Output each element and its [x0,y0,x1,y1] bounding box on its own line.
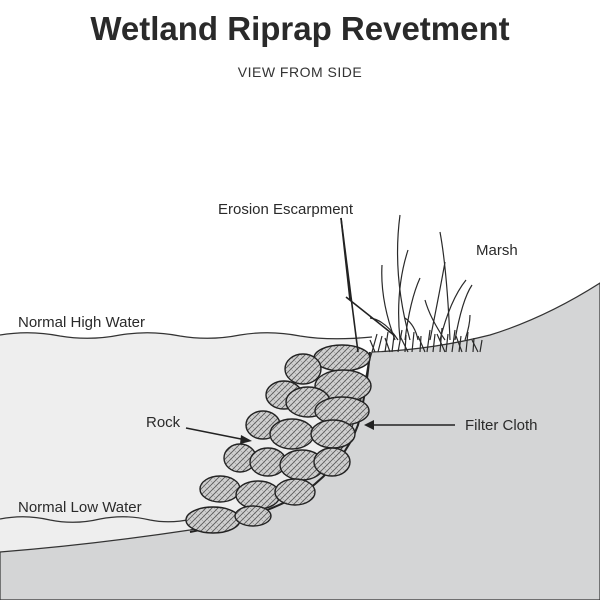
rock [235,480,281,510]
label-filter-cloth: Filter Cloth [465,417,538,434]
erosion-escarpment-leader [340,217,351,301]
rock [284,353,322,385]
rock-arrowhead [240,435,252,444]
rock [274,478,316,506]
label-normal-high-water: Normal High Water [18,314,145,331]
leader-lines [185,217,455,441]
rock [185,506,241,534]
rock [199,475,241,503]
rock [310,419,356,449]
normal-high-water-line [0,332,373,340]
rock [313,447,351,477]
riprap-rocks [185,344,372,534]
diagram-title: Wetland Riprap Revetment [90,10,510,47]
label-erosion-escarpment: Erosion Escarpment [218,201,354,218]
rock [234,505,272,527]
filter-cloth-arrowhead [364,420,374,430]
normal-low-water-line [0,516,193,523]
label-normal-low-water: Normal Low Water [18,499,142,516]
marsh-grass [369,214,483,353]
rock [269,418,315,450]
label-marsh: Marsh [476,242,518,259]
diagram-subtitle: VIEW FROM SIDE [237,64,363,80]
marsh-leader [345,296,396,337]
rock [313,344,371,372]
label-rock: Rock [146,414,181,431]
rock-leader [185,427,247,441]
